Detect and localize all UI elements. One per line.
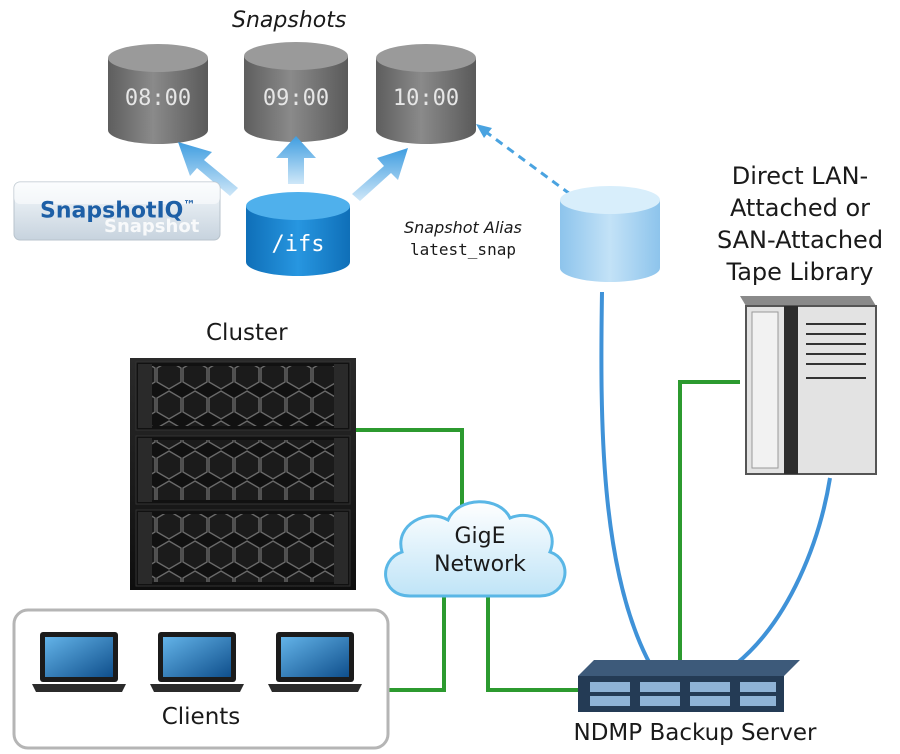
link-network-server: [486, 590, 585, 692]
snapshotiq-ghost-text: Snapshot: [104, 216, 200, 237]
network-label-line1: GigE: [454, 524, 506, 549]
clients-label: Clients: [161, 704, 241, 730]
snapshotiq-badge: [13, 181, 221, 241]
snapshotiq-name: SnapshotIQ: [40, 198, 184, 224]
laptop-3: [268, 632, 362, 692]
link-server-tape-green: [678, 380, 740, 665]
arrow-to-0900: [276, 136, 316, 184]
trademark-mark: ™: [183, 198, 196, 212]
snapshot-time-1000: 10:00: [392, 86, 460, 111]
snapshot-cylinder-0800: [108, 44, 208, 144]
cluster-node-3: [135, 509, 351, 587]
cluster-node-1: [135, 361, 351, 431]
snapshot-cylinder-1000: [376, 44, 476, 144]
snapshot-time-0800: 08:00: [124, 86, 192, 111]
snapshots-title: Snapshots: [232, 8, 347, 33]
server-label: NDMP Backup Server: [573, 720, 817, 746]
cluster-label: Cluster: [206, 320, 288, 346]
tape-label-line3: SAN-Attached: [716, 226, 884, 254]
link-server-tape-blue: [734, 477, 832, 666]
cluster-node-2: [135, 435, 351, 505]
arrow-alias-dashed: [485, 130, 571, 196]
ndmp-server: [578, 660, 800, 712]
tape-label-line1: Direct LAN-: [731, 162, 869, 190]
arrow-to-1000: [352, 148, 408, 201]
network-links: [356, 291, 832, 692]
cluster-rack: [130, 358, 356, 590]
network-label-line2: Network: [434, 552, 526, 577]
tape-library: [740, 296, 877, 475]
ifs-cylinder: [246, 192, 350, 276]
clients-box: [12, 608, 390, 750]
link-cluster-network: [356, 428, 464, 520]
laptop-1: [32, 632, 126, 692]
snapshot-arrows: [178, 124, 571, 201]
snapshotiq-label: SnapshotIQ™: [40, 198, 195, 223]
arrow-alias-head: [476, 124, 492, 138]
snapshot-cylinder-0900: [244, 42, 348, 142]
arrow-to-0800: [178, 142, 238, 196]
snapshot-alias-name: latest_snap: [410, 240, 516, 259]
snapshot-time-0900: 09:00: [262, 86, 330, 111]
alias-cylinder: [560, 186, 660, 282]
ifs-label: /ifs: [271, 232, 325, 257]
tape-label-line2: Attached or: [729, 194, 871, 222]
tape-label-line4: Tape Library: [726, 258, 874, 286]
laptop-2: [150, 632, 244, 692]
link-alias-server: [599, 291, 652, 665]
snapshot-cylinders: [108, 42, 476, 144]
link-clients-network: [388, 590, 446, 692]
snapshot-alias-title: Snapshot Alias: [404, 218, 522, 237]
gige-cloud: [384, 500, 567, 598]
